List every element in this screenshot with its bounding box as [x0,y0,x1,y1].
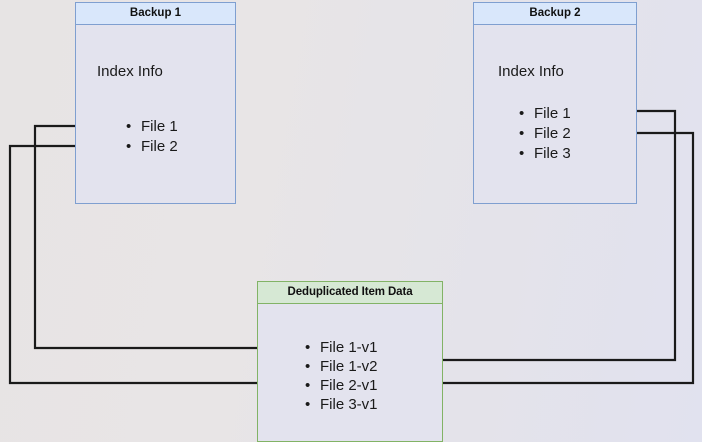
list-item[interactable]: File 3-v1 [305,395,378,414]
backup-1-body: Index Info File 1 File 2 [76,25,235,203]
backup-2-body: Index Info File 1 File 2 File 3 [474,25,636,203]
list-item[interactable]: File 1 [519,104,571,124]
list-item[interactable]: File 2 [519,124,571,144]
list-item[interactable]: File 2-v1 [305,376,378,395]
deduplicated-item-data-title: Deduplicated Item Data [258,282,442,304]
backup-2-title: Backup 2 [474,3,636,25]
backup-1-box[interactable]: Backup 1 Index Info File 1 File 2 [75,2,236,204]
backup-1-title: Backup 1 [76,3,235,25]
backup-2-file-list: File 1 File 2 File 3 [519,104,571,164]
deduplicated-file-list: File 1-v1 File 1-v2 File 2-v1 File 3-v1 [305,338,378,414]
list-item[interactable]: File 3 [519,144,571,164]
list-item[interactable]: File 2 [126,137,178,157]
backup-1-index-info-label: Index Info [97,63,163,80]
backup-2-box[interactable]: Backup 2 Index Info File 1 File 2 File 3 [473,2,637,204]
list-item[interactable]: File 1-v2 [305,357,378,376]
list-item[interactable]: File 1-v1 [305,338,378,357]
backup-1-file-list: File 1 File 2 [126,117,178,157]
deduplicated-item-data-body: File 1-v1 File 1-v2 File 2-v1 File 3-v1 [258,304,442,441]
deduplicated-item-data-box[interactable]: Deduplicated Item Data File 1-v1 File 1-… [257,281,443,442]
backup-2-index-info-label: Index Info [498,63,564,80]
list-item[interactable]: File 1 [126,117,178,137]
